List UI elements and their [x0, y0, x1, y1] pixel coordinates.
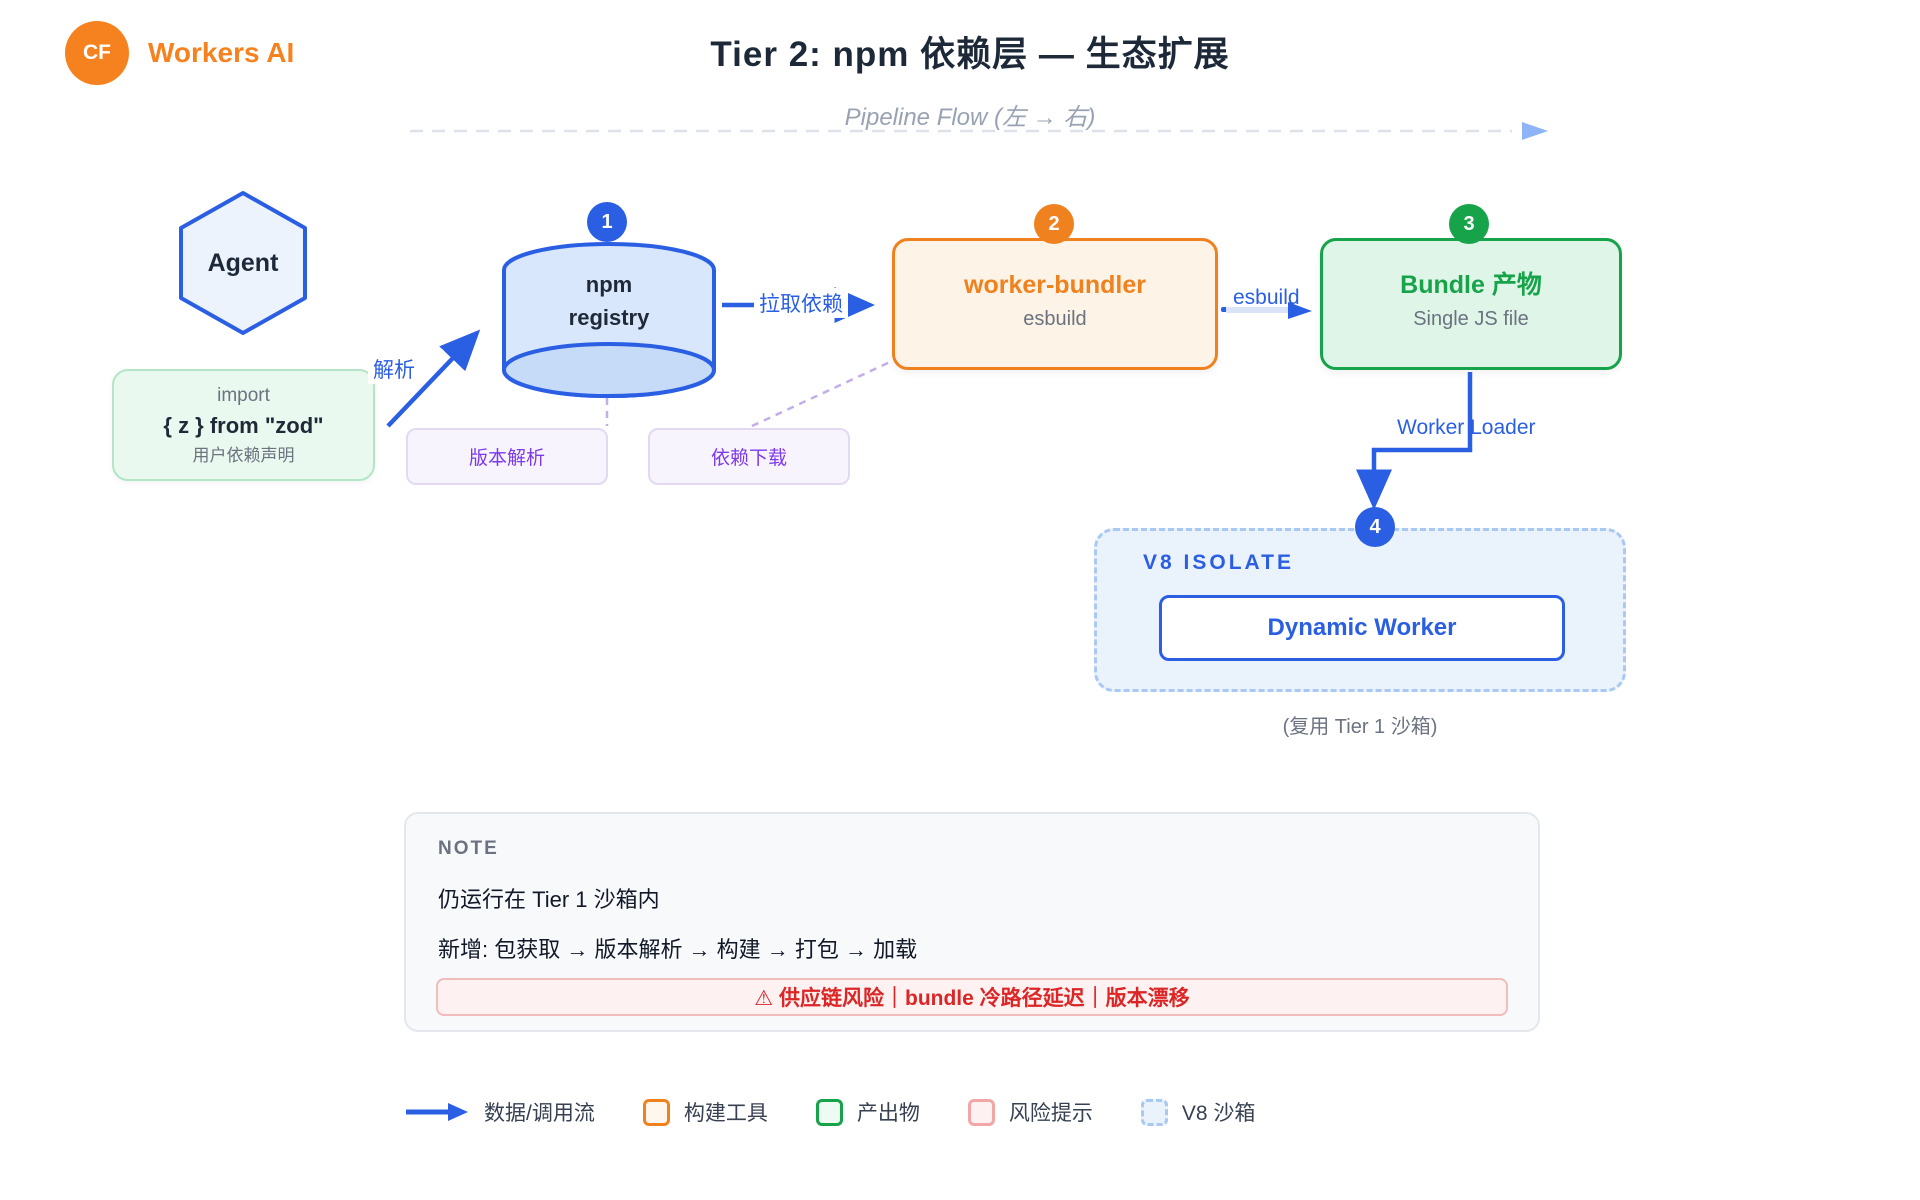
database-cylinder-icon [502, 242, 716, 398]
step-badge-2: 2 [1034, 204, 1074, 244]
build-tool-swatch-icon [642, 1098, 670, 1126]
step-badge-1: 1 [587, 202, 627, 242]
dynamic-worker-node: Dynamic Worker [1159, 595, 1565, 661]
dependency-download-link [751, 360, 891, 428]
legend-build-label: 构建工具 [683, 1102, 768, 1125]
sandbox-swatch-icon [1140, 1098, 1168, 1126]
legend-flow-label: 数据/调用流 [484, 1102, 595, 1125]
edge-label-worker-loader: Worker Loader [1397, 416, 1536, 439]
note-panel: NOTE 仍运行在 Tier 1 沙箱内 新增: 包获取 → 版本解析 → 构建… [404, 812, 1540, 1032]
v8-isolate-container: V8 ISOLATE Dynamic Worker [1094, 528, 1626, 692]
pipeline-flow-subtitle: Pipeline Flow (左 → 右) [844, 104, 1096, 131]
dependency-download-node: 依赖下载 [648, 428, 850, 485]
pipeline-arrowhead-icon [1522, 122, 1548, 140]
edge-label-pull: 拉取依赖 [754, 288, 848, 318]
note-label: NOTE [438, 838, 499, 859]
registry-line1: npm [585, 272, 633, 297]
artifact-swatch-icon [815, 1098, 843, 1126]
legend-sandbox-label: V8 沙箱 [1181, 1102, 1256, 1125]
bundle-output-node: Bundle 产物 Single JS file [1320, 238, 1622, 370]
page-title: Tier 2: npm 依赖层 — 生态扩展 [710, 35, 1230, 74]
hexagon-shape [179, 191, 307, 335]
legend-risk-label: 风险提示 [1008, 1102, 1093, 1125]
legend-item-risk: 风险提示 [967, 1097, 1093, 1127]
worker-bundler-title: worker-bundler [964, 271, 1146, 299]
v8-isolate-title: V8 ISOLATE [1143, 551, 1294, 574]
step-badge-3: 3 [1449, 204, 1489, 244]
npm-registry-node [500, 216, 718, 406]
edge-label-esbuild: esbuild [1233, 286, 1300, 309]
import-keyword: import [217, 385, 270, 406]
legend-item-build-tool: 构建工具 [642, 1097, 768, 1127]
edge-label-parse: 解析 [368, 354, 420, 384]
agent-label: Agent [207, 248, 279, 277]
risk-warning-banner: ⚠ 供应链风险｜bundle 冷路径延迟｜版本漂移 [436, 978, 1508, 1016]
step-badge-4: 4 [1355, 507, 1395, 547]
flow-arrow-icon [406, 1103, 468, 1121]
legend: 数据/调用流 构建工具 产出物 风险提示 V8 沙箱 [404, 1086, 1255, 1138]
worker-bundler-subtitle: esbuild [1023, 308, 1087, 330]
version-resolve-node: 版本解析 [406, 428, 608, 485]
bundle-title: Bundle 产物 [1400, 271, 1542, 299]
note-line1: 仍运行在 Tier 1 沙箱内 [438, 887, 660, 912]
v8-isolate-caption: (复用 Tier 1 沙箱) [1282, 716, 1438, 738]
bundle-subtitle: Single JS file [1413, 308, 1529, 330]
legend-artifact-label: 产出物 [856, 1102, 920, 1125]
worker-bundler-node: worker-bundler esbuild [892, 238, 1218, 370]
note-line2: 新增: 包获取 → 版本解析 → 构建 → 打包 → 加载 [438, 937, 918, 962]
import-caption: 用户依赖声明 [192, 446, 295, 465]
brand-name: Workers AI [148, 37, 295, 68]
import-statement: { z } from "zod" [163, 413, 324, 438]
legend-item-artifact: 产出物 [815, 1097, 920, 1127]
npm-registry-label: npm registry [500, 268, 718, 334]
legend-item-sandbox: V8 沙箱 [1140, 1097, 1256, 1127]
agent-node: Agent [178, 190, 308, 336]
cloudflare-logo-icon: CF [65, 21, 129, 85]
registry-line2: registry [568, 305, 650, 330]
legend-item-flow: 数据/调用流 [404, 1097, 595, 1127]
user-import-node: import { z } from "zod" 用户依赖声明 [112, 369, 375, 481]
risk-swatch-icon [967, 1098, 995, 1126]
